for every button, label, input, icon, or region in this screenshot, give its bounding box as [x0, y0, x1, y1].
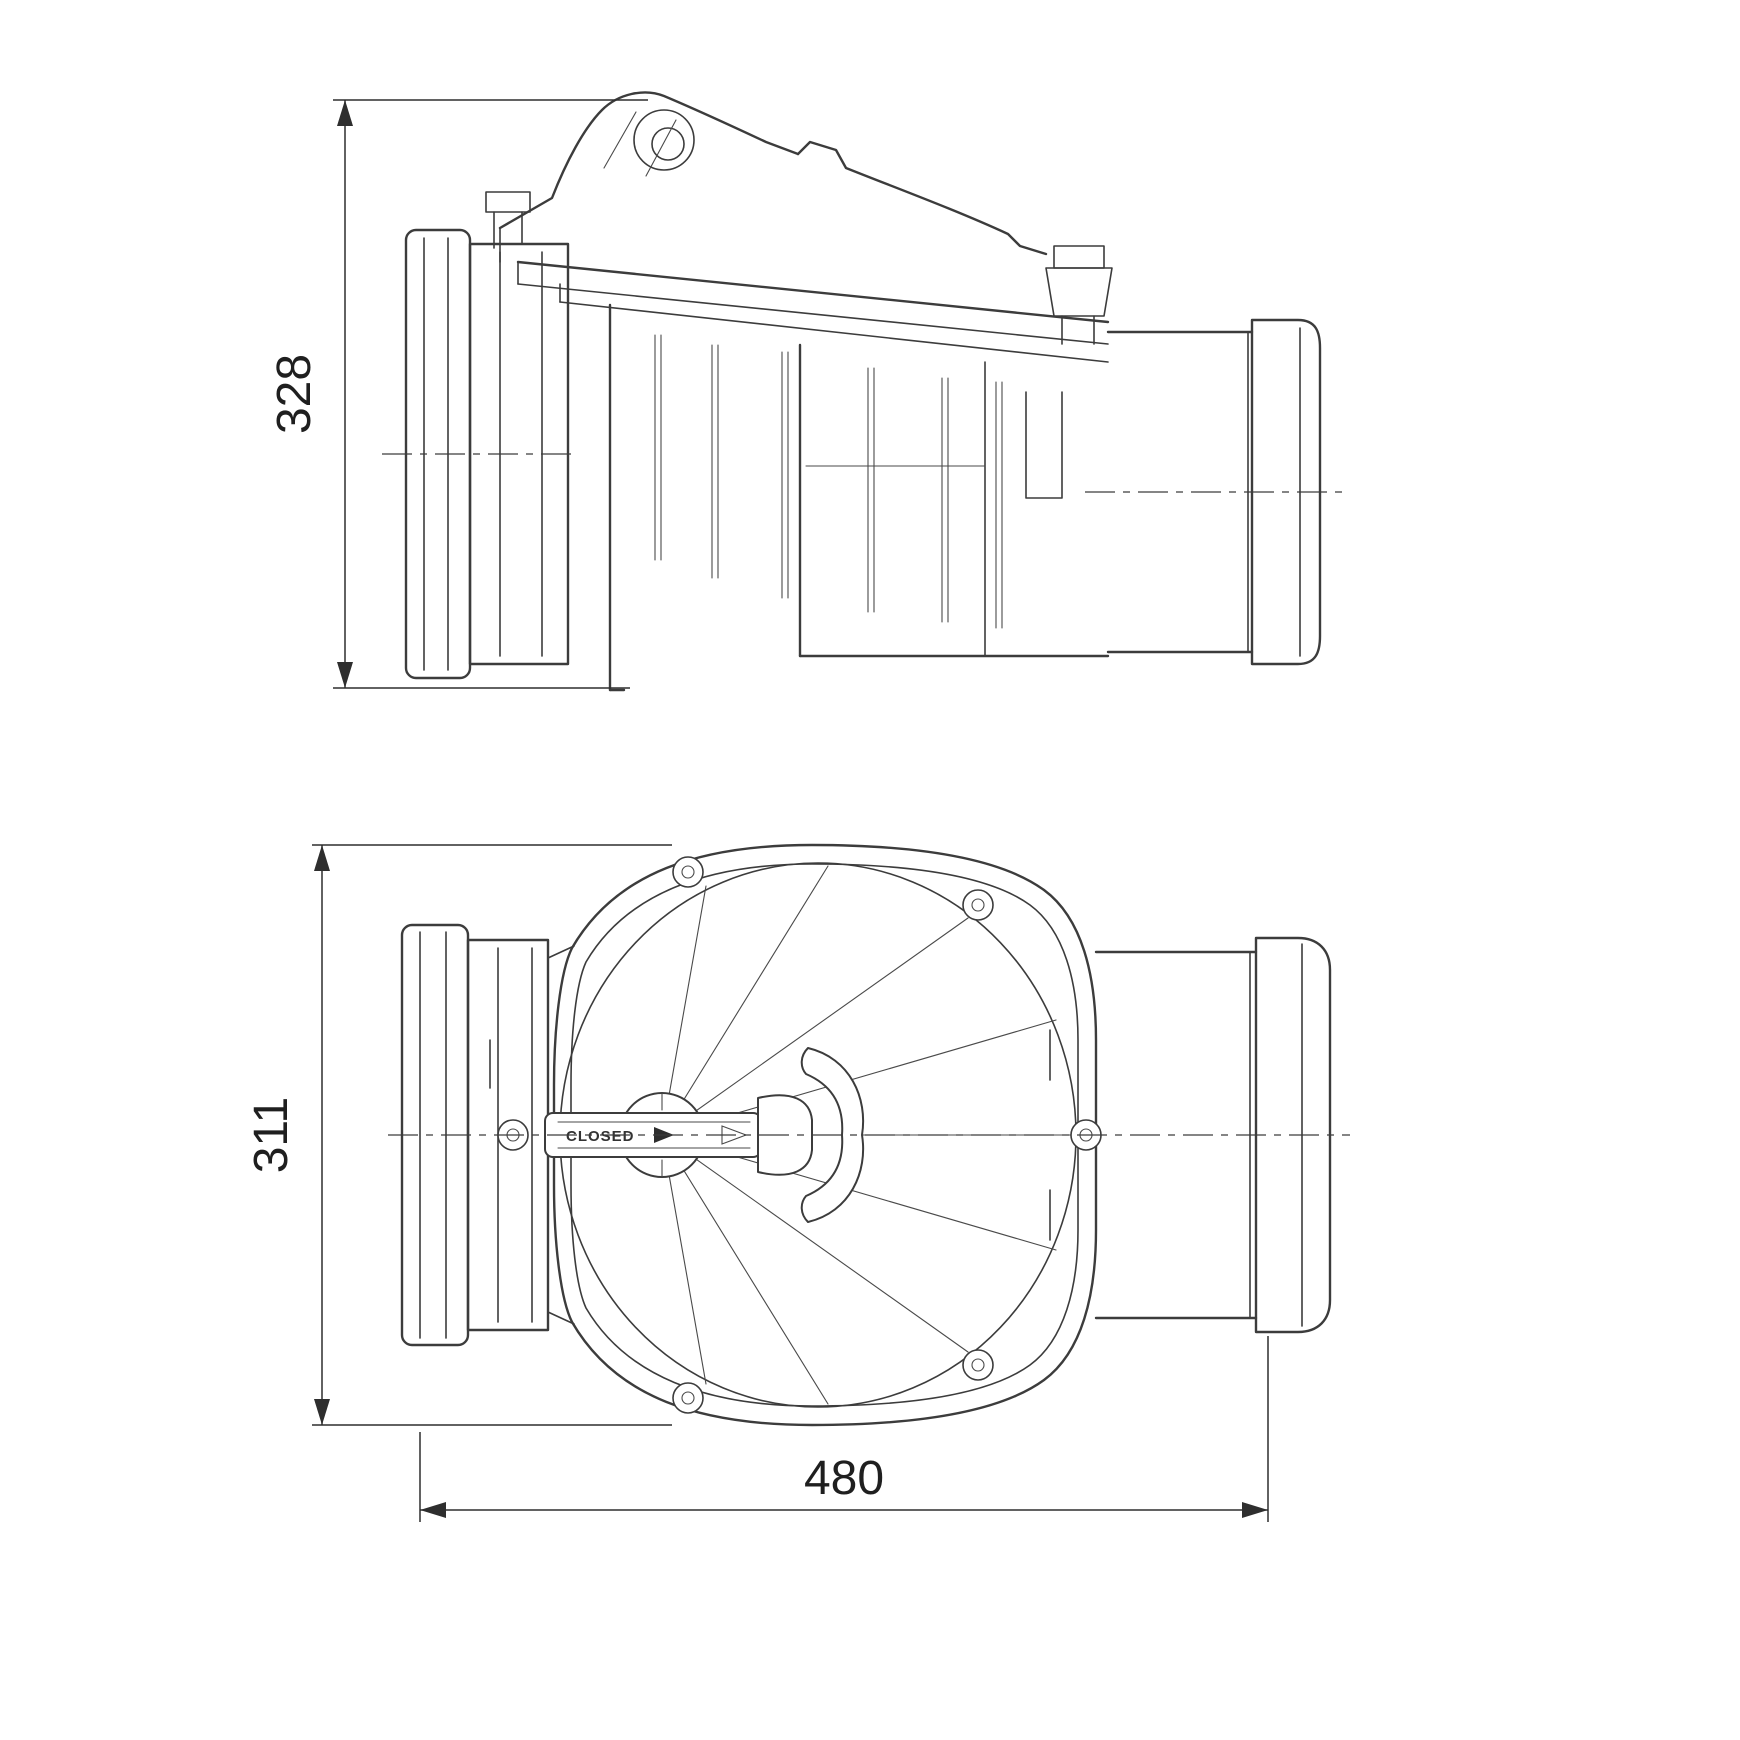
- dimension-top-height: 311: [245, 844, 672, 1426]
- top-handle: CLOSED: [544, 1047, 865, 1223]
- side-cover-assembly: [498, 91, 1110, 363]
- side-left-clamp: [485, 191, 531, 249]
- top-flap-ribs: [661, 865, 1075, 1405]
- dim-label-328: 328: [268, 354, 321, 434]
- side-right-clamp: [1045, 245, 1113, 345]
- dimension-side-height: 328: [268, 99, 648, 689]
- side-centerlines: [382, 453, 1348, 493]
- top-view: CLOSED: [388, 843, 1350, 1427]
- side-valve-body: [608, 303, 1110, 692]
- dimension-overall-length: 480: [419, 1336, 1269, 1522]
- dim-label-480: 480: [804, 1452, 884, 1505]
- side-view: [382, 91, 1348, 692]
- side-hidden-ribs: [654, 334, 1003, 629]
- valve-state-label: CLOSED: [566, 1128, 635, 1145]
- dim-label-311: 311: [245, 1097, 298, 1174]
